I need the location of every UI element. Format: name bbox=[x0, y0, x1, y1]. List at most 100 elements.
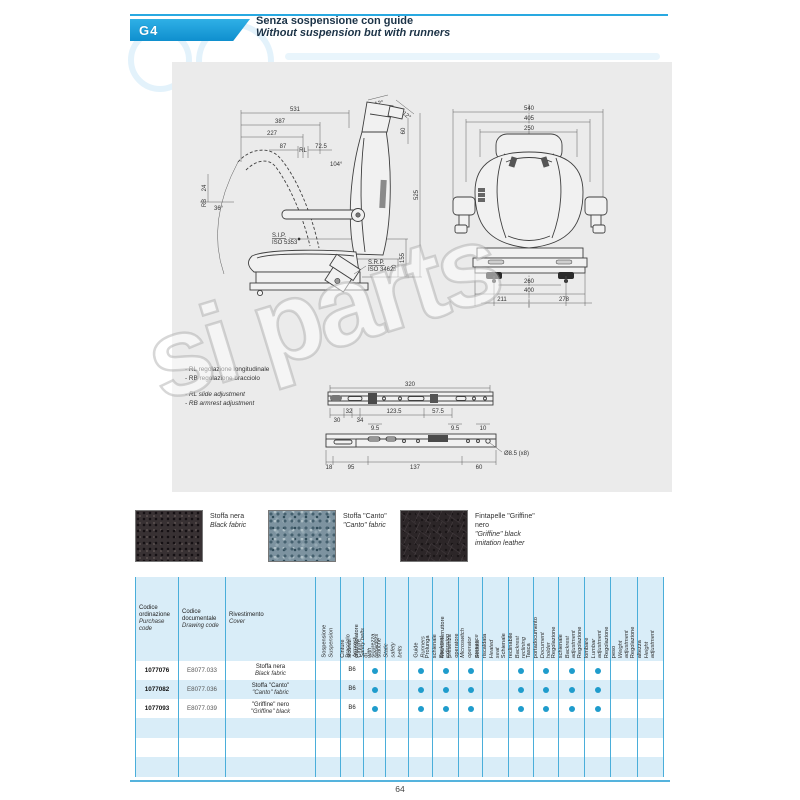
empty-cell bbox=[341, 757, 364, 777]
empty-cell bbox=[433, 738, 459, 757]
srp-iso-label: ISO 3462 bbox=[368, 267, 394, 273]
empty-cell bbox=[433, 718, 459, 738]
swatch-name-en: "Griffine" black imitation leather bbox=[475, 531, 525, 547]
cell-suspension-row3 bbox=[316, 699, 341, 718]
dim-260: 260 bbox=[524, 279, 535, 285]
feature-dot bbox=[467, 705, 474, 712]
cell-microswitch-row1 bbox=[459, 661, 483, 680]
note-rl-en: - RL slide adjustment bbox=[185, 391, 245, 398]
empty-cell bbox=[179, 757, 226, 777]
swatch-label: Stoffa "Canto" "Canto" fabric bbox=[343, 512, 405, 530]
swatch-label: Stoffa nera Black fabric bbox=[210, 512, 272, 530]
cell-belts-retractor-row2 bbox=[364, 680, 386, 699]
dim-60-bottom: 60 bbox=[392, 264, 398, 271]
feature-dot bbox=[371, 686, 378, 693]
cell-purchase-row2: 1077082 bbox=[135, 680, 179, 699]
feature-dot bbox=[543, 686, 549, 693]
feature-dot bbox=[594, 667, 601, 674]
dim-72-5: 72.5 bbox=[315, 144, 327, 150]
title-italian: Senza sospensione con guide bbox=[256, 15, 414, 27]
dim-10: 10 bbox=[480, 426, 487, 432]
cell-heated-seat-row3 bbox=[483, 699, 509, 718]
cell-backrest-reclining-row2 bbox=[509, 680, 534, 699]
side-view-drawing: 531 387 227 87 RL 72.5 12° 12° 60 525 bbox=[200, 94, 422, 297]
feature-dot bbox=[442, 686, 449, 693]
dim-hole-8-5: Ø8.5 (x8) bbox=[504, 451, 529, 457]
note-rb-it: - RB regolazione bracciolo bbox=[185, 375, 260, 382]
empty-cell bbox=[483, 738, 509, 757]
cell-backrest-extension-row1 bbox=[433, 661, 459, 680]
dim-57-5: 57.5 bbox=[432, 409, 444, 415]
feature-dot bbox=[417, 705, 424, 712]
cell-static-belts-row2 bbox=[386, 680, 409, 699]
swatch-name-en: "Canto" fabric bbox=[343, 522, 386, 529]
swatch-black-fabric bbox=[135, 510, 203, 562]
dim-387: 387 bbox=[275, 119, 286, 125]
empty-cell bbox=[364, 738, 386, 757]
cell-runners-row3 bbox=[409, 699, 433, 718]
empty-cell bbox=[341, 738, 364, 757]
cell-weight-adjustment-row1 bbox=[611, 661, 638, 680]
empty-cell bbox=[226, 757, 316, 777]
dim-540: 540 bbox=[524, 106, 535, 112]
feature-dot bbox=[417, 686, 424, 693]
page-title: Senza sospensione con guide Without susp… bbox=[256, 15, 450, 39]
dim-60-runner: 60 bbox=[476, 465, 483, 471]
cell-document-holder-row2 bbox=[534, 680, 559, 699]
dim-137: 137 bbox=[410, 465, 421, 471]
dim-531: 531 bbox=[290, 107, 301, 113]
feature-dot bbox=[568, 705, 575, 712]
dim-104: 104° bbox=[330, 162, 343, 168]
feature-dot bbox=[594, 705, 601, 712]
cell-runners-row2 bbox=[409, 680, 433, 699]
seat-technical-drawing: 531 387 227 87 RL 72.5 12° 12° 60 525 bbox=[200, 94, 608, 471]
cell-weight-adjustment-row2 bbox=[611, 680, 638, 699]
cell-drawing-row3: E8077.039 bbox=[179, 699, 226, 718]
empty-cell bbox=[559, 718, 585, 738]
title-english: Without suspension but with runners bbox=[256, 27, 451, 39]
empty-cell bbox=[179, 738, 226, 757]
cell-heated-seat-row2 bbox=[483, 680, 509, 699]
feature-dot bbox=[568, 667, 575, 674]
cell-lumbar-adjustment-row2 bbox=[585, 680, 611, 699]
cell-drawing-row1: E8077.033 bbox=[179, 661, 226, 680]
cell-weight-adjustment-row3 bbox=[611, 699, 638, 718]
dim-32: 32 bbox=[346, 409, 353, 415]
swatch-name-it: Fintapelle "Griffine" nero bbox=[475, 513, 535, 529]
adjustment-notes: - RL regolazione longitudinale - RB rego… bbox=[185, 365, 269, 408]
empty-cell bbox=[459, 757, 483, 777]
cell-height-adjustment-row3 bbox=[638, 699, 664, 718]
feature-dot bbox=[518, 686, 524, 693]
empty-cell bbox=[534, 718, 559, 738]
feature-dot bbox=[568, 686, 575, 693]
feature-dot bbox=[594, 686, 601, 693]
cell-backrest-adjustment-row2 bbox=[559, 680, 585, 699]
feature-dot bbox=[442, 705, 449, 712]
empty-cell bbox=[611, 757, 638, 777]
empty-cell bbox=[135, 718, 179, 738]
empty-cell bbox=[409, 718, 433, 738]
srp-label: S.R.P. bbox=[368, 260, 385, 266]
cell-suspension-row1 bbox=[316, 661, 341, 680]
cell-backrest-extension-row3 bbox=[433, 699, 459, 718]
header-rule bbox=[130, 14, 668, 16]
cell-static-belts-row1 bbox=[386, 661, 409, 680]
dim-95: 95 bbox=[348, 465, 355, 471]
dim-rb: RB bbox=[202, 199, 208, 207]
dim-400: 400 bbox=[524, 288, 535, 294]
empty-cell bbox=[364, 757, 386, 777]
dim-30: 30 bbox=[334, 418, 341, 424]
cell-backrest-adjustment-row1 bbox=[559, 661, 585, 680]
cell-heated-seat-row1 bbox=[483, 661, 509, 680]
swatch-label: Fintapelle "Griffine" nero "Griffine" bl… bbox=[475, 512, 537, 548]
